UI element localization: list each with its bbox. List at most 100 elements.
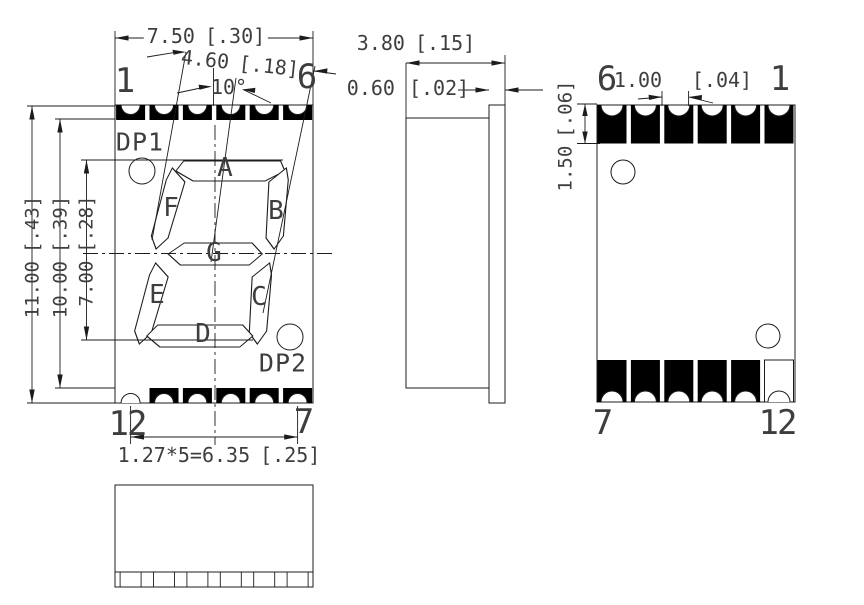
dim-mm: 4.60 — [179, 44, 231, 74]
front-view — [27, 31, 337, 445]
dim-mm: 11.00 — [21, 261, 44, 319]
segment-e-label: E — [149, 280, 165, 310]
dim-arrow — [491, 60, 505, 66]
dim-tilt-angle: 10° — [211, 77, 247, 97]
dim-mm: 3.80 — [356, 31, 405, 55]
dim-inch: [.39] — [49, 195, 72, 253]
dim-arrow — [29, 106, 35, 120]
dim-pad-width-mm: 1.00 — [614, 70, 662, 90]
dim-pad-pitch: 1.27*5=6.35 [.25] — [118, 445, 321, 465]
back-package-outline — [596, 104, 796, 403]
segment-c-label: C — [251, 282, 267, 312]
front-pin-12-label: 12 — [108, 404, 148, 444]
angle-arrow-right — [242, 87, 256, 93]
dim-pad-width-inch: [.04] — [692, 70, 752, 90]
dim-overall-width: 7.50 [.30] — [143, 24, 269, 48]
dim-digit-height: 7.00 [.28] — [75, 195, 98, 307]
dim-inch: [.15] — [414, 31, 476, 55]
dim-arrow — [115, 35, 129, 41]
dim-arrow — [688, 95, 702, 101]
dim-inch: [.18] — [237, 50, 301, 82]
dim-mm: 1.50 — [554, 145, 577, 192]
dim-mm: 0.60 — [346, 76, 395, 100]
castellation — [220, 393, 241, 404]
back-pin-6-label: 6 — [596, 59, 618, 99]
castellation — [220, 104, 241, 115]
seven-segment-digit — [134, 160, 289, 348]
front-package-outline — [114, 104, 314, 404]
dim-arrow — [582, 104, 588, 116]
back-view — [577, 91, 796, 403]
dim-mm: 10.00 — [49, 261, 72, 319]
index-dot-bottom — [755, 323, 781, 349]
angle-arrow-tail-right — [242, 89, 272, 104]
dim-arrow — [57, 374, 63, 388]
dim-arrow — [57, 119, 63, 133]
dim-inch: [.04] — [691, 68, 753, 92]
side-substrate-outline — [488, 104, 506, 404]
front-pin-1-label: 1 — [114, 61, 136, 101]
dim-inch: [.02] — [408, 76, 470, 100]
castellation — [700, 390, 724, 403]
segment-a-label: A — [217, 153, 233, 183]
tilt-leader-left — [151, 51, 187, 241]
angle-arrow-left — [198, 84, 212, 90]
dim-mm: 1.00 — [613, 68, 663, 92]
dim-inch: [.30] — [204, 24, 266, 48]
pin12-castellation-outline — [767, 390, 791, 403]
front-bottom-pads — [120, 388, 313, 404]
castellation — [734, 390, 758, 403]
dim-arrow — [299, 35, 313, 41]
dim-inch: [.28] — [75, 195, 98, 253]
segment-d — [145, 324, 254, 348]
dim-arrow — [83, 160, 90, 174]
dim-total-depth: 3.80 [.15] — [357, 33, 475, 53]
castellation — [254, 104, 275, 115]
bottom-view-outline — [114, 484, 314, 588]
tilt-leader-right — [262, 65, 316, 314]
castellation — [633, 390, 657, 403]
segment-b-label: B — [268, 196, 284, 226]
dim-arrow — [505, 87, 519, 93]
dim-mm: 7.50 — [146, 24, 195, 48]
dp2-label: DP2 — [258, 348, 308, 378]
segment-g-label: G — [206, 238, 222, 268]
dim-pad-height: 1.50 [.06] — [554, 80, 577, 192]
segment-f — [150, 167, 186, 250]
segment-c — [248, 262, 273, 345]
back-pin-7-label: 7 — [592, 403, 614, 443]
front-pin-6-label: 6 — [296, 57, 318, 97]
segment-f-label: F — [163, 193, 179, 223]
digit-width-arrow — [314, 68, 328, 74]
dim-inch: [.25] — [260, 443, 321, 467]
dim-arrow — [475, 87, 489, 93]
castellation — [120, 104, 141, 115]
dim-arrow — [648, 94, 662, 100]
back-bottom-pads — [597, 359, 794, 403]
castellation — [734, 104, 758, 117]
castellation — [767, 104, 791, 117]
dp2-dot — [276, 323, 304, 351]
segment-d-label: D — [195, 319, 211, 349]
dim-arrow — [406, 60, 420, 66]
side-body-outline — [405, 117, 490, 389]
segment-b — [265, 167, 289, 250]
dim-substrate-thickness: 0.60 [.02] — [347, 78, 469, 98]
front-pin-7-label: 7 — [293, 402, 315, 442]
dim-arrow — [83, 326, 90, 340]
dim-overall-height: 11.00 [.43] — [21, 196, 44, 319]
angle-arrow-tail-left — [176, 87, 204, 94]
dim-mm: 7.00 — [75, 260, 98, 307]
leader-arrow — [172, 49, 186, 55]
leader-tail — [146, 52, 175, 58]
castellation — [254, 393, 275, 404]
dim-arrow — [29, 389, 35, 403]
dim-inch: [.06] — [554, 80, 577, 138]
segment-e — [134, 262, 169, 345]
castellation — [700, 104, 724, 117]
dp1-dot — [128, 157, 156, 185]
castellation — [287, 393, 308, 404]
back-pin-12-label: 12 — [758, 403, 798, 443]
